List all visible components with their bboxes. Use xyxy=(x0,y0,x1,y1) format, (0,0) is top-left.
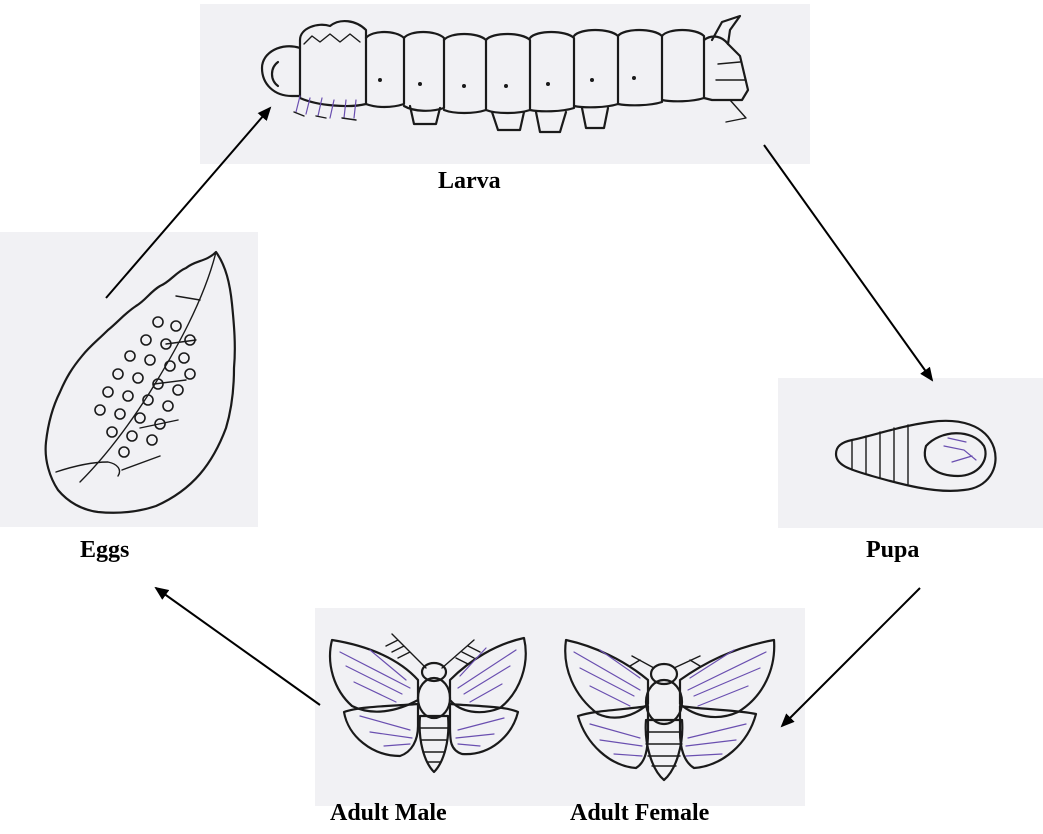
adult-female-label: Adult Female xyxy=(570,800,709,827)
pupa-paper xyxy=(778,378,1043,528)
arrow-adult-to-eggs xyxy=(156,588,320,705)
adults-paper xyxy=(315,608,805,806)
eggs-label: Eggs xyxy=(80,537,129,564)
adult-male-label: Adult Male xyxy=(330,800,447,827)
arrow-larva-to-pupa xyxy=(764,145,932,380)
pupa-label: Pupa xyxy=(866,537,919,564)
larva-label: Larva xyxy=(438,168,501,195)
eggs-paper xyxy=(0,232,258,527)
